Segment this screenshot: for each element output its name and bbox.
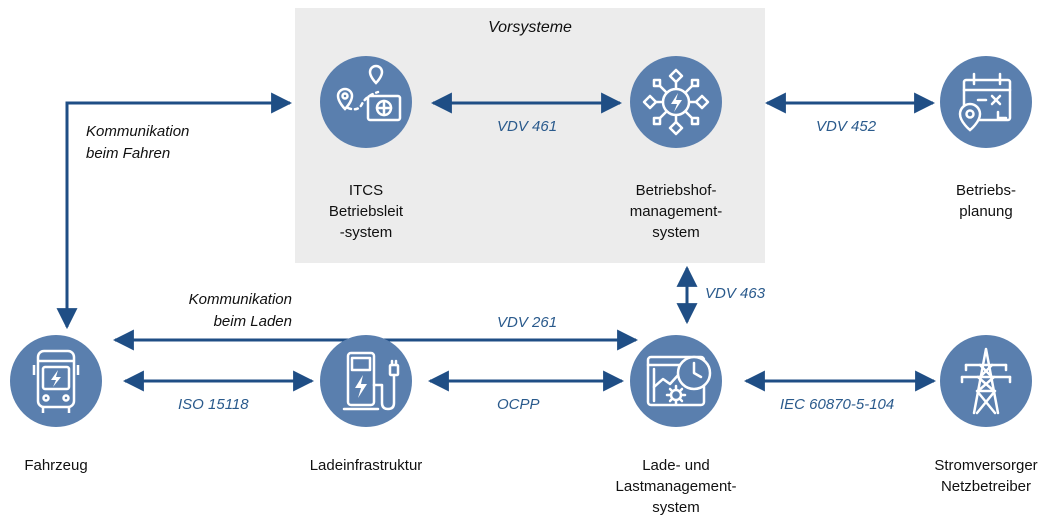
edge-label-vdv463: VDV 463 bbox=[705, 285, 766, 302]
dashboard-clock-gear-icon bbox=[646, 355, 712, 407]
edge-label-vdv452: VDV 452 bbox=[816, 118, 877, 135]
map-route-icon bbox=[336, 64, 402, 122]
edge-label-vdv261: VDV 261 bbox=[497, 314, 558, 331]
grid-label: Stromversorger Netzbetreiber bbox=[934, 457, 1038, 495]
edge-label-ocpp: OCPP bbox=[497, 396, 540, 413]
charging-infra-label: Ladeinfrastruktur bbox=[309, 457, 423, 474]
edge-label-vdv461: VDV 461 bbox=[497, 118, 558, 135]
bms-label: Betriebshof- management- system bbox=[629, 182, 723, 241]
bms-node[interactable] bbox=[630, 56, 722, 148]
power-pylon-icon bbox=[960, 347, 1012, 415]
charging-station-icon bbox=[342, 351, 400, 411]
edge-label-iso15118: ISO 15118 bbox=[178, 396, 249, 413]
grid-node[interactable] bbox=[940, 335, 1032, 427]
calendar-location-icon bbox=[958, 72, 1012, 132]
arrow-vehicle-itcs bbox=[56, 92, 293, 330]
planning-label: Betriebs- planung bbox=[955, 182, 1017, 220]
electric-bus-icon bbox=[32, 349, 80, 413]
group-title: Vorsysteme bbox=[488, 19, 572, 36]
planning-node[interactable] bbox=[940, 56, 1032, 148]
note-driving: Kommunikation beim Fahren bbox=[86, 123, 190, 162]
load-mgmt-label: Lade- und Lastmanagement- system bbox=[615, 457, 737, 516]
network-bolt-icon bbox=[642, 68, 710, 136]
itcs-node[interactable] bbox=[320, 56, 412, 148]
itcs-label: ITCS Betriebsleit -system bbox=[328, 182, 404, 241]
load-mgmt-node[interactable] bbox=[630, 335, 722, 427]
vehicle-node[interactable] bbox=[10, 335, 102, 427]
vehicle-label: Fahrzeug bbox=[24, 457, 88, 474]
edge-label-iec: IEC 60870-5-104 bbox=[780, 396, 895, 413]
note-charging: Kommunikation beim Laden bbox=[188, 291, 292, 330]
charging-infra-node[interactable] bbox=[320, 335, 412, 427]
